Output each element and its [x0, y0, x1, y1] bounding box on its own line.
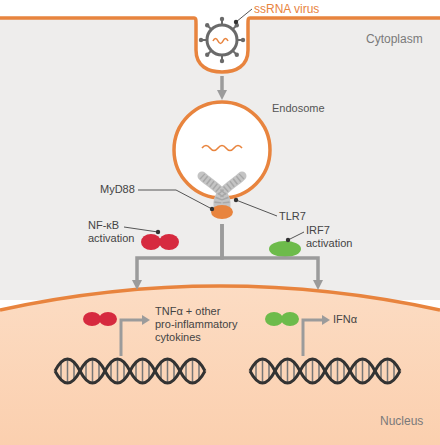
pathway-label: IRF7 activation	[306, 224, 362, 250]
virus-knob	[199, 38, 203, 42]
myd88-protein	[211, 205, 233, 219]
virus-label: ssRNA virus	[254, 2, 334, 16]
virus-knob	[220, 59, 224, 63]
leader-dot	[234, 198, 238, 202]
region-label: Cytoplasm	[366, 32, 436, 46]
virus-capsid	[207, 25, 237, 55]
gene-product-label: IFNα	[333, 313, 373, 326]
virus-knob	[220, 17, 224, 21]
virus-knobs	[199, 17, 245, 63]
nfkb-dimer	[159, 234, 179, 250]
leader-dot	[156, 230, 160, 234]
dna-strand	[55, 359, 205, 383]
virus-shape	[196, 14, 248, 76]
tlr7-texture	[218, 176, 242, 206]
receptor-label: TLR7	[279, 210, 319, 223]
protein-label: MyD88	[100, 183, 150, 196]
dna-strand	[250, 359, 400, 383]
virus-knob	[205, 23, 209, 27]
viral-rna	[202, 146, 242, 151]
gene-product-label: TNFα + other pro-inflammatory cytokines	[155, 305, 241, 345]
transcription-arrowhead	[322, 315, 330, 325]
virus-knob	[235, 23, 239, 27]
cytoplasm-fill	[0, 18, 440, 300]
endosome-circle: Endosome	[170, 100, 274, 224]
leader-dot	[286, 238, 290, 242]
irf7-dimer	[281, 312, 299, 326]
transcription-arrow	[121, 320, 142, 356]
endosome-membrane	[174, 102, 270, 198]
nfkb-dimer	[83, 312, 101, 326]
nfkb-dimer	[99, 312, 117, 326]
leader-dot	[234, 20, 238, 24]
virus-spikes	[201, 19, 243, 61]
nfkb-dimer	[141, 234, 161, 250]
virus-knob	[241, 38, 245, 42]
cell-membrane	[0, 18, 440, 72]
region-label: Nucleus	[380, 414, 440, 428]
transcription-arrow	[303, 320, 322, 356]
endosome-shape	[170, 100, 274, 224]
dna-strand	[250, 359, 400, 383]
leader-dot	[210, 207, 214, 211]
virus-knob	[235, 53, 239, 57]
virus-particle: ssRNA virus	[196, 14, 248, 76]
endosome-label: Endosome	[272, 102, 342, 115]
dna-strand	[55, 359, 205, 383]
irf7-dimer	[265, 312, 283, 326]
viral-rna	[213, 39, 228, 44]
tlr7-receptor	[218, 176, 242, 206]
pathway-label: NF-κB activation	[88, 219, 144, 245]
irf7-protein	[269, 241, 301, 257]
nucleus-fill	[0, 286, 440, 445]
virus-knob	[205, 53, 209, 57]
transcription-arrowhead	[142, 315, 150, 325]
